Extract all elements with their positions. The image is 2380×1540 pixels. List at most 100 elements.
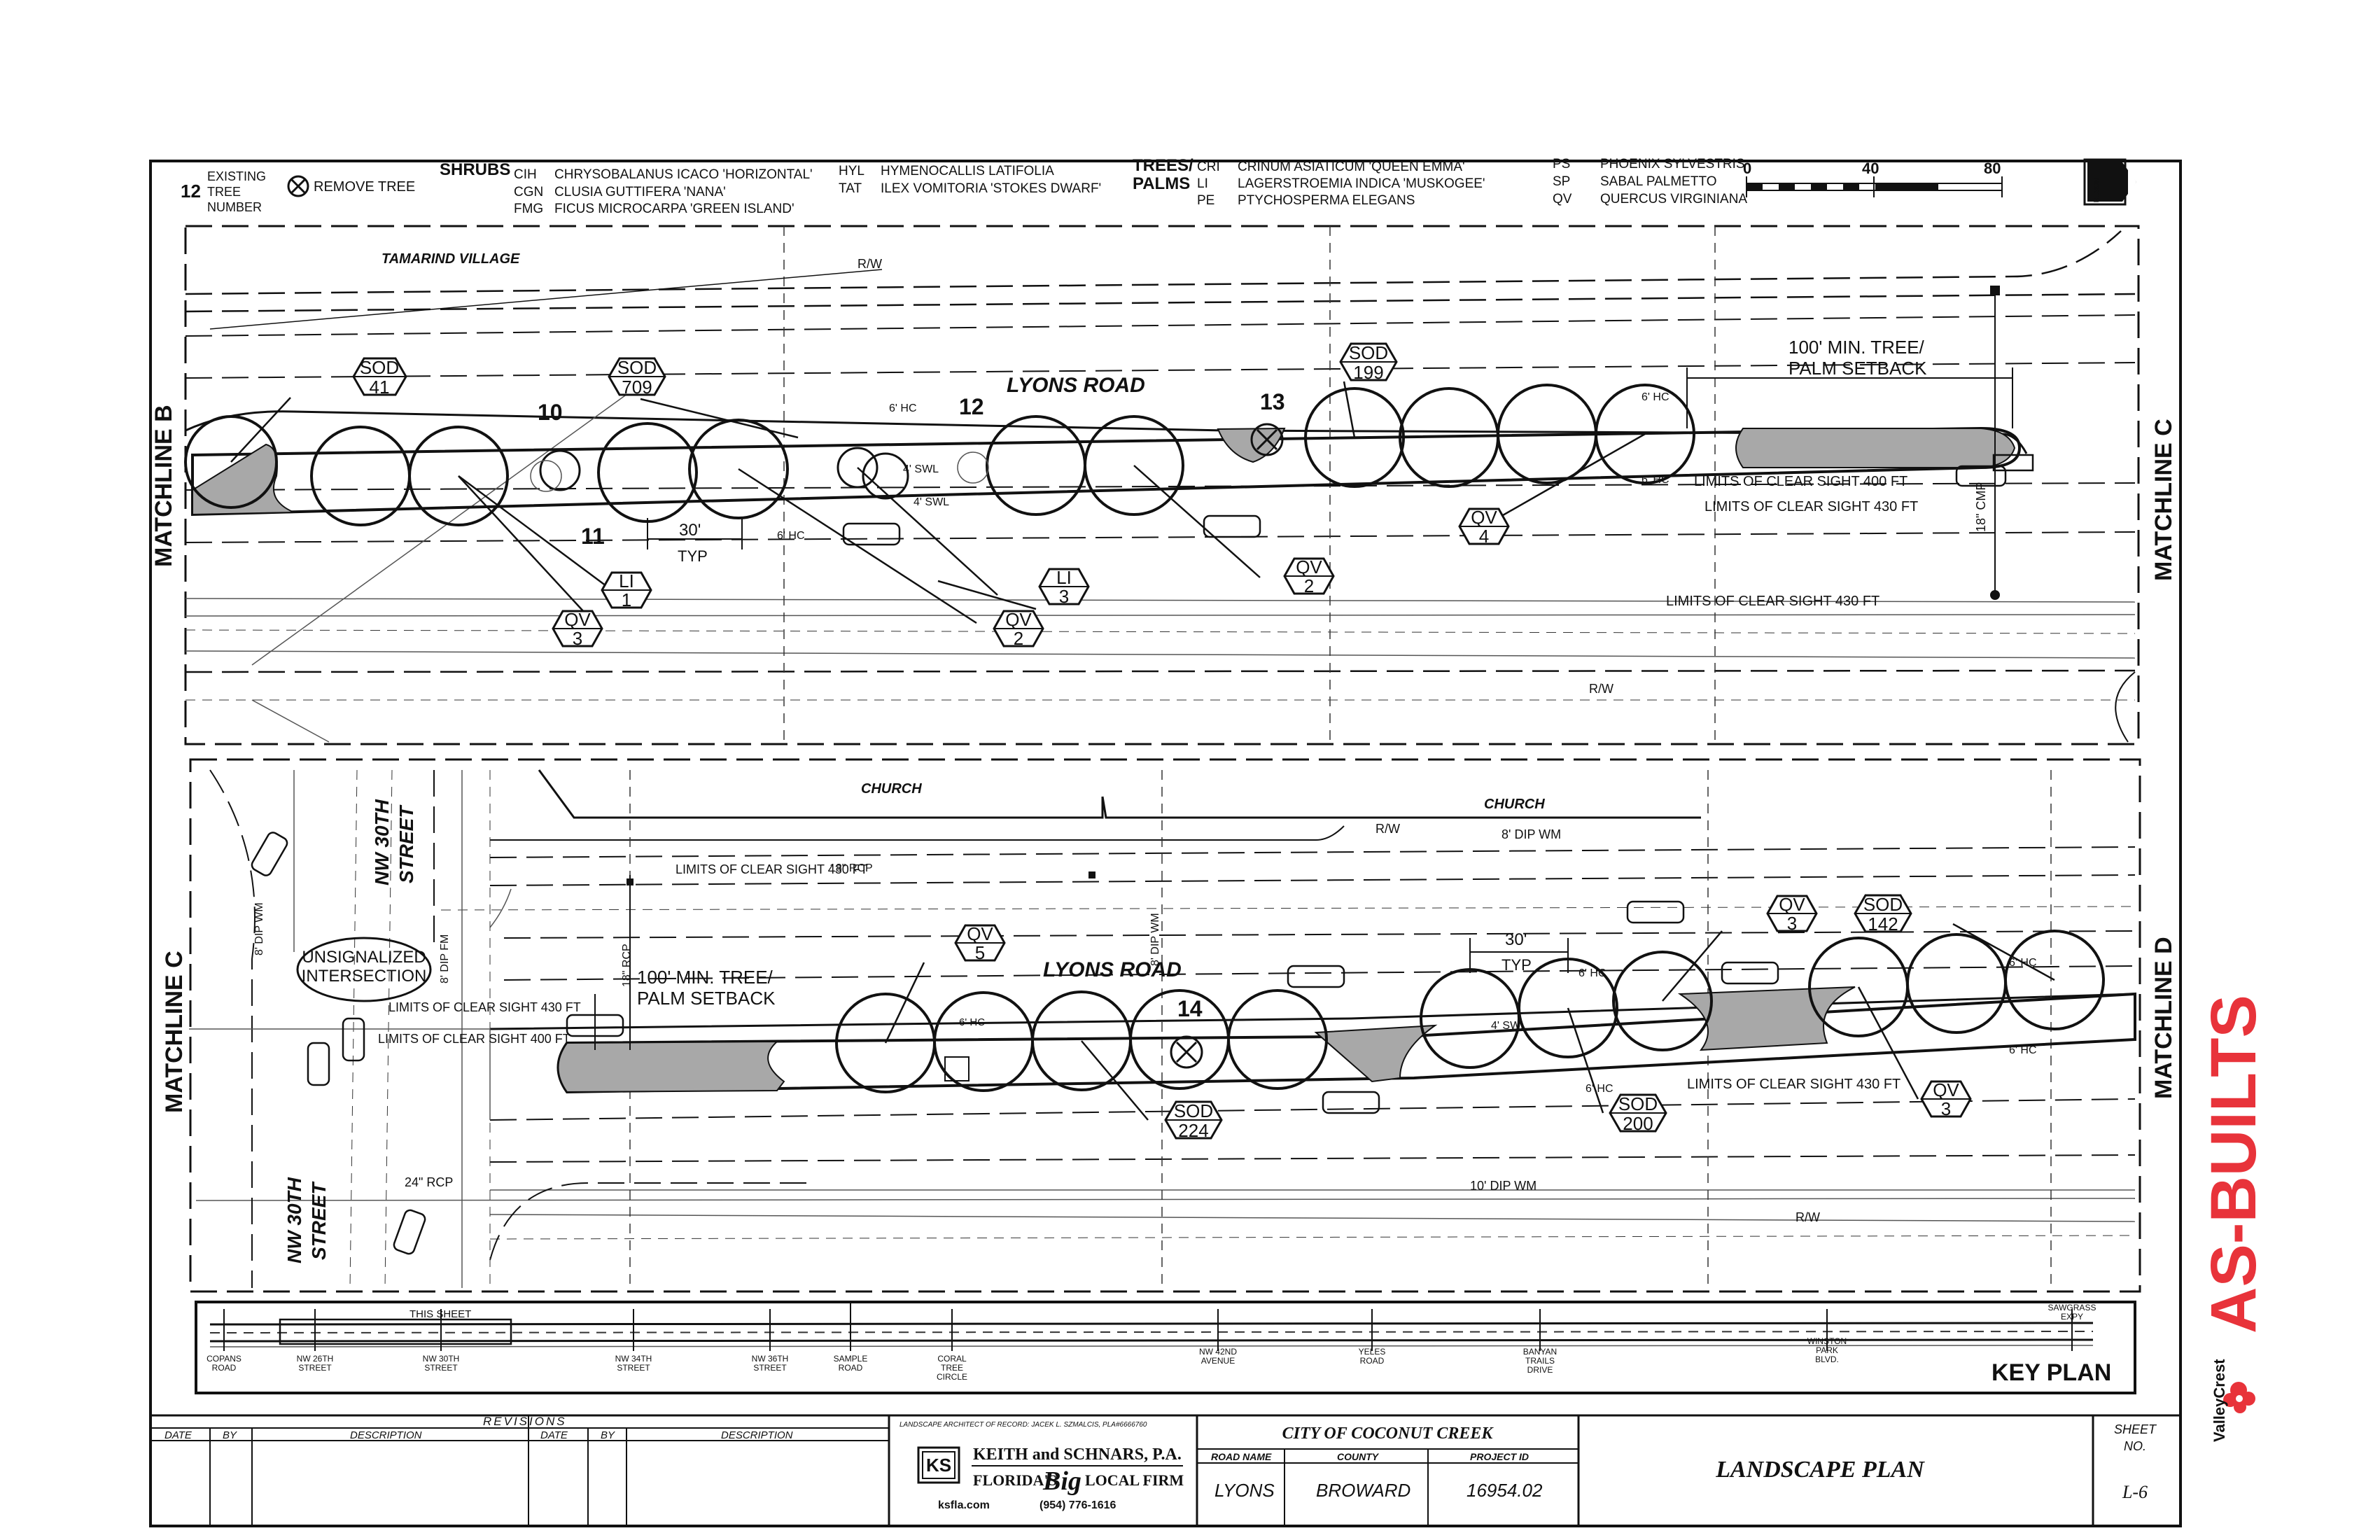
bottom-hc-5: 6' HC — [2009, 1044, 2037, 1056]
tag-li-3: LI 3 — [1038, 567, 1090, 607]
tag-qv-3-qty: 3 — [573, 628, 582, 649]
bottom-matchline-left: MATCHLINE C — [161, 951, 188, 1113]
bottom-clear-sight-4: LIMITS OF CLEAR SIGHT 430 FT — [1687, 1077, 1900, 1092]
nw30-top-line-2: STREET — [396, 804, 417, 883]
key-street-sawgrass-2: EXPY — [2061, 1312, 2083, 1322]
firm-name: KEITH and SCHNARS, P.A. — [973, 1446, 1182, 1464]
legend-remove-tree: REMOVE TREE — [314, 179, 415, 195]
firm-logo-icon: KS — [917, 1446, 960, 1484]
tree-number-12: 12 — [959, 394, 984, 419]
nw30-top-line-1: NW 30TH — [371, 799, 393, 886]
key-street-winston-2: PARK — [1816, 1345, 1838, 1355]
tag-qv-2-b: QV 2 — [1283, 556, 1335, 596]
key-street-sample-1: SAMPLE — [834, 1354, 868, 1364]
tag-qv-4: QV 4 — [1458, 507, 1510, 547]
bottom-clear-sight-1: LIMITS OF CLEAR SIGHT 430 FT — [676, 862, 868, 876]
graphic-scale: 0 40 80 — [1743, 160, 2003, 197]
plan-title: LANDSCAPE PLAN — [1715, 1457, 1925, 1483]
remove-tree-icon — [287, 175, 309, 197]
tag-sod-224-code: SOD — [1174, 1100, 1213, 1121]
bottom-hc-2: 6' HC — [1578, 967, 1606, 979]
tag-sod-41-qty: 41 — [370, 377, 390, 398]
dip-vertical: 8' DIP WM — [1149, 913, 1161, 966]
key-street-nw30-2: STREET — [424, 1363, 458, 1373]
road-name-value: LYONS — [1214, 1480, 1275, 1501]
tag-qv-3-c: QV 3 — [1920, 1079, 1972, 1119]
key-street-banyan-3: DRIVE — [1527, 1365, 1553, 1375]
tag-sod-199-qty: 199 — [1353, 362, 1383, 383]
key-street-sample-2: ROAD — [839, 1363, 863, 1373]
firm-tag-left: FLORIDA'S — [973, 1471, 1057, 1489]
top-median — [191, 426, 2022, 517]
shrub-name-cih: CHRYSOBALANUS ICACO 'HORIZONTAL' — [554, 167, 813, 182]
key-street-nw26-2: STREET — [298, 1363, 332, 1373]
as-builts-text: AS-BUILTS — [2198, 995, 2269, 1334]
tag-qv-2-b-code: QV — [1296, 556, 1322, 578]
tag-qv-3-code: QV — [564, 609, 591, 630]
tag-qv-5-qty: 5 — [975, 942, 985, 963]
legend: 12 EXISTING TREE NUMBER REMOVE TREE SHRU… — [181, 156, 2136, 216]
tag-sod-200-code: SOD — [1618, 1093, 1658, 1114]
tag-qv-5-code: QV — [967, 923, 993, 944]
key-street-nw42-2: AVENUE — [1201, 1356, 1235, 1366]
church-label-2: CHURCH — [1484, 797, 1545, 812]
county-label: COUNTY — [1337, 1451, 1380, 1462]
key-street-coral-1: CORAL — [937, 1354, 967, 1364]
key-street-winston-1: WINSTON — [1807, 1336, 1847, 1346]
tree-name-li: LAGERSTROEMIA INDICA 'MUSKOGEE' — [1238, 176, 1485, 191]
tree-name-cri: CRINUM ASIATICUM 'QUEEN EMMA' — [1238, 160, 1465, 174]
bottom-trees — [835, 930, 2105, 1093]
shrub-name-fmg: FICUS MICROCARPA 'GREEN ISLAND' — [554, 202, 794, 216]
unsignalized-intersection-callout — [296, 937, 432, 1002]
tag-sod-199-code: SOD — [1349, 342, 1388, 363]
tree-code-qv: QV — [1553, 192, 1572, 206]
key-plan: THIS SHEET COPANS ROAD NW 26TH STREET NW… — [195, 1301, 2136, 1394]
tag-sod-200: SOD 200 — [1609, 1093, 1667, 1134]
tree-code-ps: PS — [1553, 157, 1570, 172]
firm-website: ksfla.com — [938, 1499, 990, 1511]
key-street-nw36-2: STREET — [753, 1363, 787, 1373]
unsignalized-line-1: UNSIGNALIZED — [302, 948, 426, 967]
top-spacing: 30' — [679, 521, 701, 540]
tag-sod-41: SOD 41 — [352, 357, 407, 398]
tamarind-village-label: TAMARIND VILLAGE — [382, 251, 520, 267]
key-street-yeles-1: YELES — [1359, 1347, 1386, 1357]
key-street-yeles-2: ROAD — [1360, 1356, 1385, 1366]
shrub-code-tat: TAT — [839, 181, 862, 196]
legend-shrubs-title: SHRUBS — [440, 160, 510, 179]
bottom-plan: 30' TYP 100' MIN. TREE/ PALM SETBACK UNS… — [161, 758, 2177, 1293]
key-street-nw34-1: NW 34TH — [615, 1354, 652, 1364]
bottom-plan-frame — [189, 758, 2141, 1293]
dip-bottom: 10' DIP WM — [1470, 1179, 1536, 1193]
tree-number-14: 14 — [1177, 996, 1203, 1021]
key-street-sawgrass-1: SAWGRASS — [2048, 1303, 2096, 1312]
scale-tick-0: 0 — [1743, 160, 1751, 177]
shrub-name-cgn: CLUSIA GUTTIFERA 'NANA' — [554, 185, 726, 200]
sheet-border — [149, 160, 2182, 1527]
rcp-top: 18" RCP — [830, 862, 873, 874]
tag-qv-3-c-code: QV — [1933, 1079, 1959, 1100]
top-swl: 4' SWL — [903, 463, 939, 475]
dip-left: 8' DIP WM — [253, 902, 265, 955]
tag-qv-4-qty: 4 — [1479, 526, 1489, 547]
tag-sod-709: SOD 709 — [608, 357, 666, 398]
tag-sod-224: SOD 224 — [1164, 1100, 1223, 1141]
tree-code-cri: CRI — [1197, 160, 1220, 174]
top-hc-3: 6' HC — [1642, 391, 1670, 403]
scale-tick-80: 80 — [1984, 160, 2001, 177]
bottom-matchline-right: MATCHLINE D — [2150, 937, 2177, 1099]
tag-qv-3: QV 3 — [552, 609, 603, 649]
valleycrest-brand: ValleyCrest — [2211, 1359, 2228, 1442]
tag-sod-142-qty: 142 — [1868, 913, 1898, 934]
valleycrest-logo-icon — [2223, 1382, 2255, 1413]
county-value: BROWARD — [1316, 1480, 1410, 1501]
tag-qv-3-b-code: QV — [1779, 894, 1805, 915]
tag-sod-200-qty: 200 — [1623, 1113, 1653, 1134]
top-clear-sight-1: LIMITS OF CLEAR SIGHT 400 FT — [1694, 474, 1907, 489]
firm-tag-right: LOCAL FIRM — [1085, 1471, 1184, 1489]
bottom-typ: TYP — [1502, 956, 1532, 974]
tag-qv-5: QV 5 — [954, 923, 1006, 963]
tree-number-13: 13 — [1260, 389, 1285, 414]
tree-name-pe: PTYCHOSPERMA ELEGANS — [1238, 193, 1415, 208]
